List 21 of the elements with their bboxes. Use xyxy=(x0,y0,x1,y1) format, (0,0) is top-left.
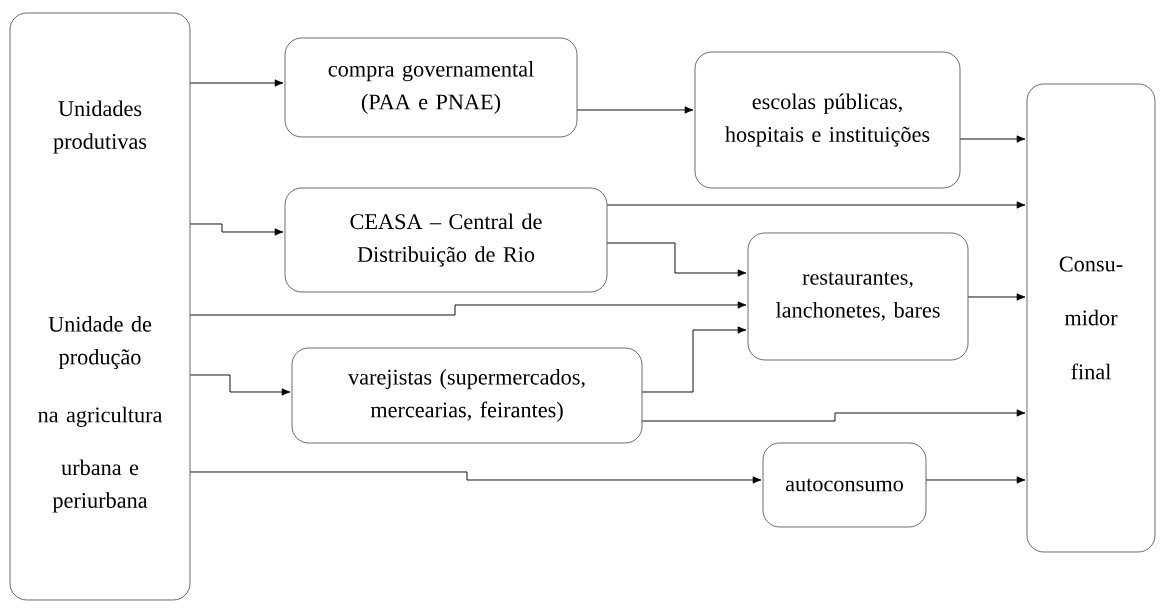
arrow xyxy=(189,79,284,87)
arrow xyxy=(189,223,284,236)
consumer-box: Consu- midor final xyxy=(1026,83,1156,553)
arrow xyxy=(641,326,747,393)
arrow xyxy=(959,135,1026,143)
process-box: restaurantes, lanchonetes, bares xyxy=(747,232,969,361)
process-box: escolas públicas, hospitais e instituições xyxy=(694,51,961,189)
process-box: autoconsumo xyxy=(762,442,927,528)
process-box: varejistas (supermercados, mercearias, feirantes) xyxy=(291,347,643,444)
arrow xyxy=(189,471,762,484)
arrow xyxy=(606,201,1026,209)
process-box: CEASA – Central de Distribuição de Rio xyxy=(284,187,608,293)
arrow xyxy=(925,476,1026,484)
source-box: Unidades produtivas Unidade de produção na agricultura urbana e periurbana xyxy=(9,12,191,601)
arrow xyxy=(576,106,694,114)
process-box: compra governamental (PAA e PNAE) xyxy=(284,37,578,138)
arrow xyxy=(641,409,1026,422)
arrow xyxy=(967,293,1026,301)
arrow xyxy=(189,301,747,316)
arrow xyxy=(189,374,291,396)
arrow xyxy=(606,242,747,277)
